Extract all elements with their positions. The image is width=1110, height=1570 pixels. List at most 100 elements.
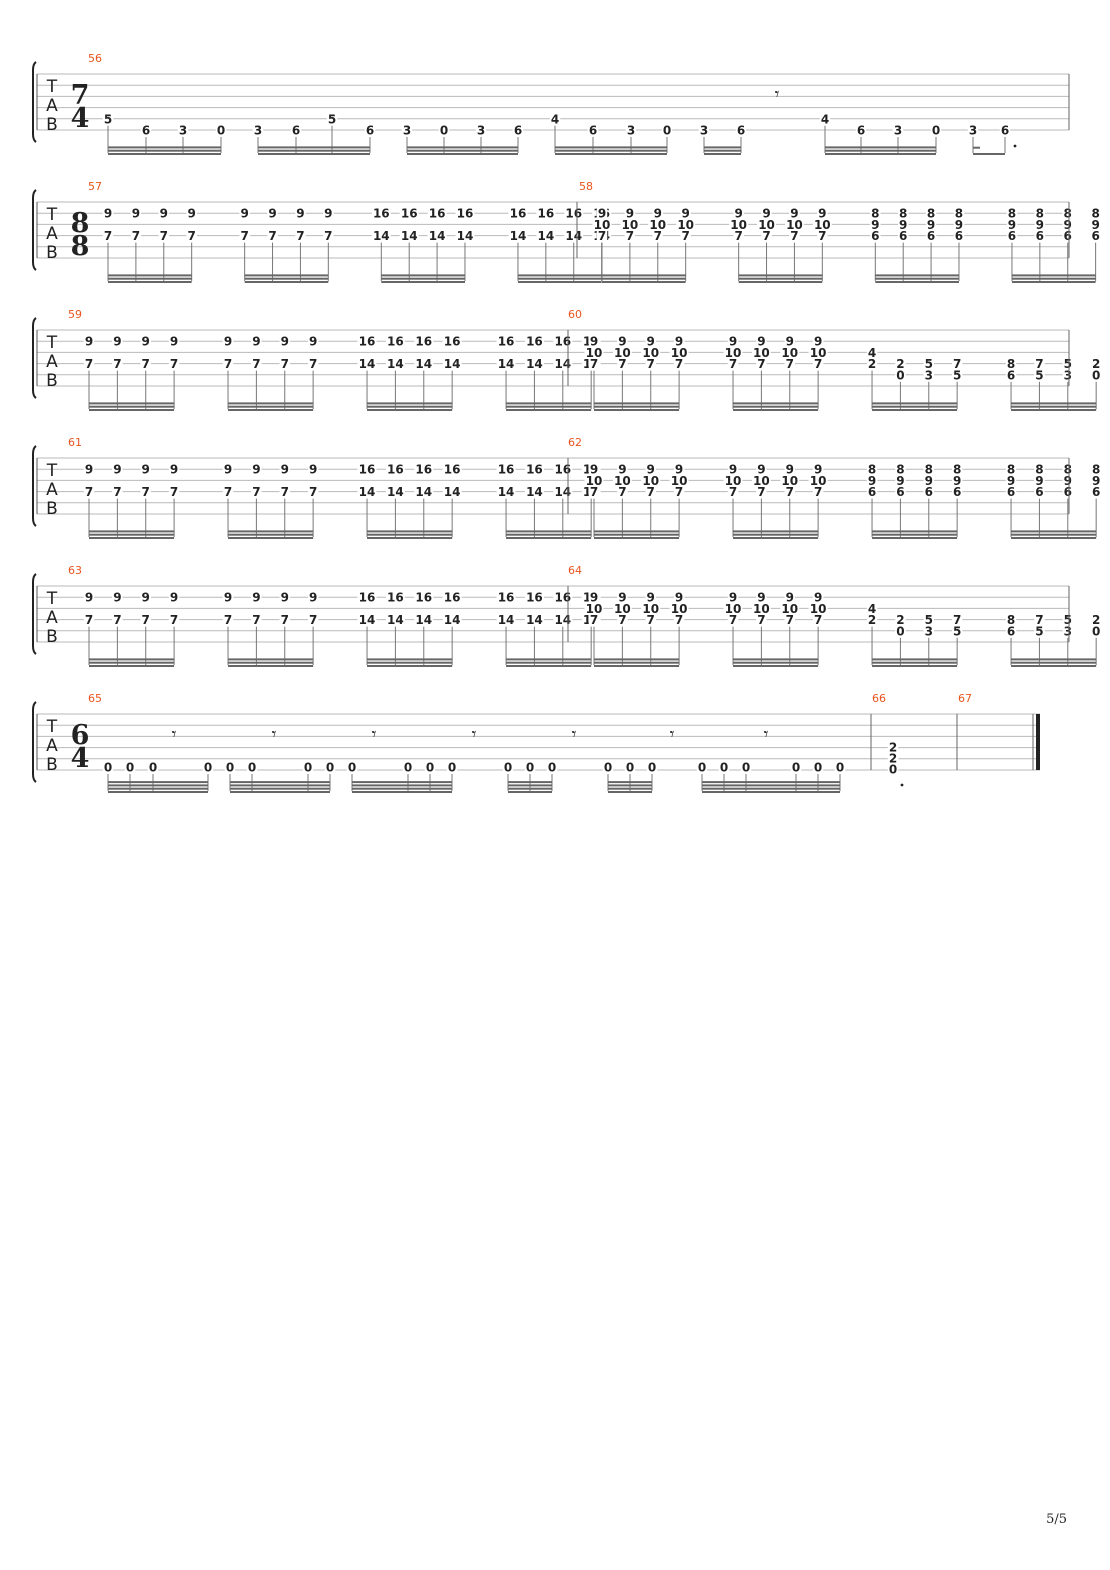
fret-number-mask — [740, 761, 752, 772]
beam — [367, 661, 453, 664]
fret-number-mask — [158, 207, 170, 219]
fret-number: 0 — [1092, 624, 1100, 638]
beam — [367, 665, 453, 667]
fret-number-mask — [652, 229, 664, 241]
fret-number: 7 — [790, 229, 798, 243]
fret-number: 14 — [415, 357, 432, 371]
tab-clef-letter: T — [46, 717, 58, 737]
fret-number: 9 — [814, 335, 822, 349]
measure-number: 58 — [579, 180, 593, 193]
fret-number-mask — [645, 613, 656, 625]
beam — [367, 409, 453, 411]
fret-number-mask — [168, 485, 180, 497]
beam — [594, 533, 680, 536]
fret-number-mask — [676, 218, 696, 230]
fret-number: 5 — [1064, 357, 1072, 371]
fret-number: 5 — [925, 357, 933, 371]
fret-number: 7 — [675, 485, 683, 499]
measure-number: 56 — [88, 52, 102, 65]
beam — [733, 658, 819, 661]
final-barline — [1036, 714, 1040, 770]
fret-number-mask — [502, 761, 514, 772]
fret-number-mask — [923, 624, 935, 636]
fret-number-mask — [385, 613, 405, 625]
fret-number: 9 — [626, 207, 634, 221]
beam — [244, 277, 329, 280]
fret-number: 9 — [734, 207, 742, 221]
fret-number-mask — [923, 357, 935, 369]
beam — [1011, 405, 1097, 408]
beam — [352, 787, 452, 790]
fret-number-mask — [808, 346, 828, 358]
fret-number: 14 — [387, 357, 404, 371]
fret-number: 16 — [373, 207, 390, 221]
fret-number: 9 — [647, 463, 655, 477]
fret-number: 9 — [224, 335, 232, 349]
beam — [555, 146, 667, 149]
fret-number-mask — [442, 613, 462, 625]
fret-number: 9 — [1007, 474, 1015, 488]
fret-number-mask — [784, 485, 796, 497]
fret-number: 3 — [700, 124, 708, 138]
beam — [506, 661, 592, 664]
fret-number: 10 — [753, 602, 770, 616]
staff-bracket — [32, 61, 37, 143]
beam — [875, 274, 959, 277]
fret-number-mask — [496, 335, 516, 347]
fret-number-mask — [784, 463, 796, 475]
fret-number: 9 — [896, 474, 904, 488]
beam — [108, 791, 208, 793]
measure-number: 59 — [68, 308, 82, 321]
fret-number: 8 — [1007, 463, 1015, 477]
fret-number-mask — [279, 591, 291, 603]
fret-number-mask — [222, 591, 234, 603]
fret-number-mask — [357, 591, 377, 603]
fret-number: 10 — [725, 602, 742, 616]
fret-number-mask — [508, 229, 528, 241]
fret-number-mask — [641, 602, 661, 614]
beam — [108, 781, 208, 784]
fret-number: 6 — [955, 229, 963, 243]
fret-number: 7 — [224, 613, 232, 627]
fret-number: 10 — [642, 474, 659, 488]
fret-number-mask — [496, 357, 516, 369]
beam — [352, 781, 452, 784]
beam — [228, 530, 314, 533]
fret-number-mask — [371, 229, 391, 241]
fret-number-mask — [925, 218, 937, 230]
beam — [407, 149, 518, 152]
fret-number: 8 — [1091, 207, 1099, 221]
staff-bracket — [32, 317, 37, 399]
beam — [506, 530, 592, 533]
fret-number-mask — [1034, 613, 1045, 625]
fret-number: 7 — [296, 229, 304, 243]
beam — [228, 661, 314, 664]
tab-clef-letter: A — [46, 96, 58, 116]
fret-number: 14 — [444, 613, 461, 627]
fret-number-mask — [866, 485, 878, 497]
fret-number: 14 — [498, 357, 515, 371]
fret-number: 0 — [326, 761, 334, 775]
beam — [594, 409, 680, 411]
fret-number: 9 — [224, 591, 232, 605]
fret-number-mask — [696, 761, 708, 772]
fret-number: 7 — [757, 613, 765, 627]
fret-number: 10 — [586, 602, 603, 616]
fret-number-mask — [414, 591, 434, 603]
fret-number-mask — [324, 761, 336, 772]
fret-number-mask — [953, 207, 965, 219]
fret-number-mask — [168, 335, 180, 347]
dot — [1013, 144, 1017, 148]
fret-number-mask — [112, 613, 123, 625]
beam — [367, 533, 453, 536]
fret-number: 9 — [281, 591, 289, 605]
fret-number-mask — [756, 485, 767, 497]
fret-number-mask — [1062, 218, 1073, 230]
fret-number: 9 — [281, 335, 289, 349]
fret-number-mask — [669, 474, 689, 486]
fret-number: 10 — [725, 346, 742, 360]
fret-number-mask — [761, 229, 772, 241]
fret-number: 6 — [953, 485, 961, 499]
fret-number-mask — [1034, 474, 1045, 486]
fret-number: 9 — [899, 218, 907, 232]
